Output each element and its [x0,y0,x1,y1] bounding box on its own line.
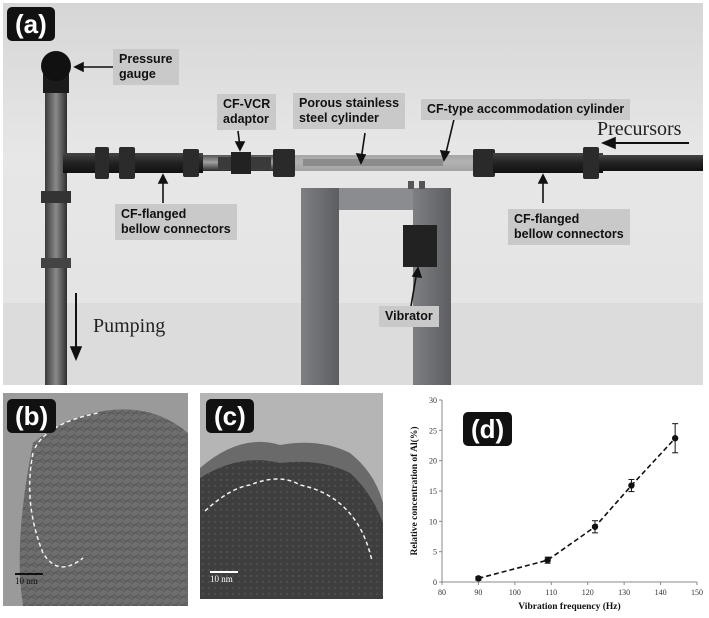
porous-steel-cylinder [303,159,443,166]
flange [273,149,295,177]
flange [183,149,199,177]
flange [119,147,135,179]
floor [3,303,703,385]
data-point [628,482,635,489]
data-point [475,575,482,582]
vibrator-frame-left [301,188,339,385]
x-tick-label: 90 [474,588,482,597]
vibrator-frame-right [413,188,451,385]
y-tick-label: 0 [433,578,437,587]
x-tick-label: 140 [655,588,667,597]
tem-image-c [200,393,383,599]
label-pumping: Pumping [93,315,166,337]
data-point [671,435,679,442]
vcr-adaptor [231,152,251,174]
leader-lines [69,61,689,362]
y-tick-label: 30 [429,396,437,405]
scale-bar-line [15,573,43,575]
y-axis-title: Relative concentration of Al(%) [409,426,420,555]
y-tick-label: 10 [429,517,437,526]
frame-post [419,181,425,189]
label-bellow-left: CF-flanged bellow connectors [115,204,237,240]
x-tick-label: 120 [582,588,594,597]
x-tick-label: 80 [438,588,446,597]
y-tick-label: 15 [429,487,437,496]
data-point [544,556,551,564]
scale-bar-c: 10 nm [210,571,238,584]
scale-bar-line [210,571,238,573]
y-tick-label: 20 [429,457,437,466]
flange [95,147,109,179]
inlet-pipe [599,155,703,171]
vertical-flange [41,191,71,203]
data-point [591,523,599,530]
label-precursors: Precursors [597,118,682,140]
panel-c-tem: (c) 10 nm [200,393,383,599]
scale-bar-b: 10 nm [15,573,43,586]
panel-c-tag: (c) [206,399,254,433]
vertical-pipe [45,83,67,385]
panel-d-tag: (d) [463,412,513,446]
panel-a-apparatus: (a) Pressure gauge CF-VCR adaptor Porous… [3,3,703,385]
label-porous-cylinder: Porous stainless steel cylinder [293,93,406,129]
y-tick-label: 25 [429,426,437,435]
panel-b-tag: (b) [7,399,57,433]
right-bellow [493,153,603,173]
vertical-flange [41,258,71,268]
scale-bar-label: 10 nm [210,574,233,584]
label-bellow-right: CF-flanged bellow connectors [508,209,630,245]
series-line [478,437,676,580]
label-accommodation-cylinder: CF-type accommodation cylinder [421,99,631,120]
scale-bar-label: 10 nm [15,576,38,586]
flange [583,147,599,179]
label-cf-vcr-adaptor: CF-VCR adaptor [217,94,277,130]
apparatus-drawing [3,51,703,385]
label-pressure-gauge: Pressure gauge [113,49,179,85]
frame-post [408,181,414,189]
x-tick-label: 130 [618,588,630,597]
flange [473,149,495,177]
chart-svg: 80 90 100 110 120 130 140 150 0 5 10 15 20 25 30Vibrat… [409,396,703,612]
vcr-fitting [251,157,271,169]
x-tick-label: 110 [545,588,557,597]
panel-b-tem: (b) 10 nm [3,393,188,606]
x-tick-label: 150 [691,588,703,597]
x-tick-label: 100 [509,588,521,597]
label-vibrator: Vibrator [379,306,439,327]
vibrator-block [403,225,437,267]
x-axis-title: Vibration frequency (Hz) [518,601,620,612]
pressure-gauge-ball [41,51,71,81]
y-tick-label: 5 [433,548,437,557]
panel-a-tag: (a) [7,7,55,41]
